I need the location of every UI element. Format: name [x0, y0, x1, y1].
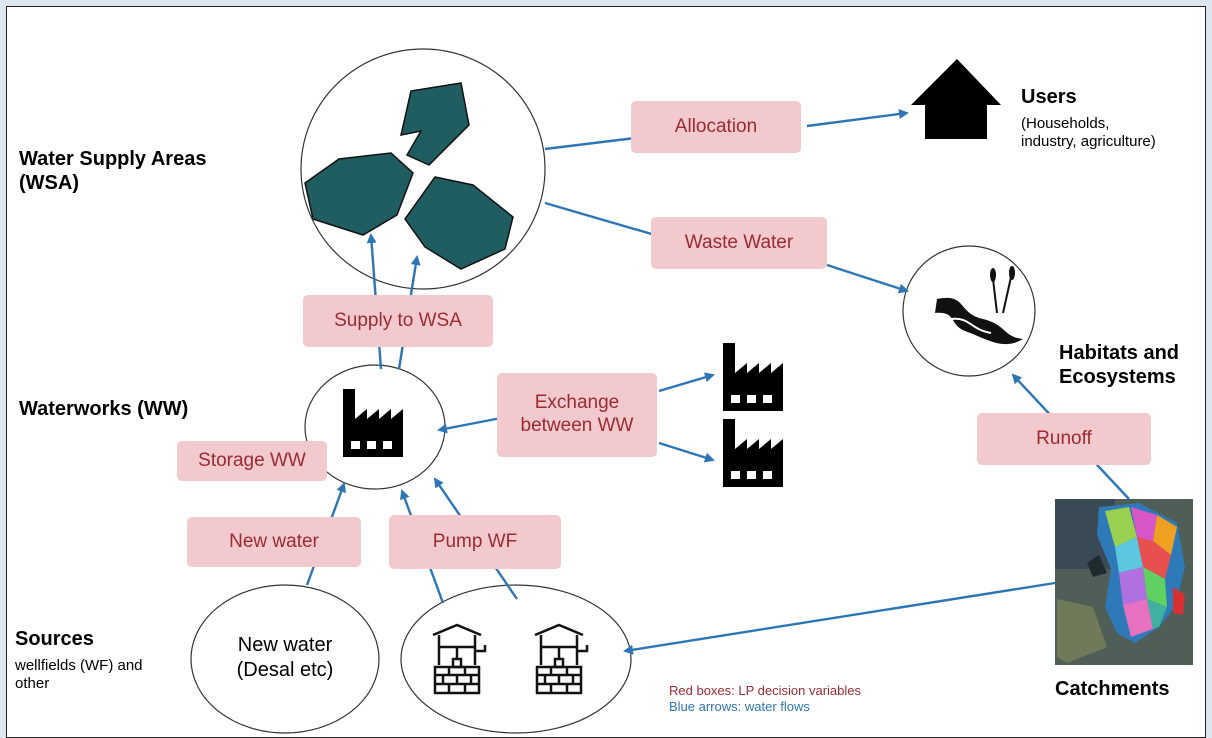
well-icon-right: [534, 623, 589, 695]
arrow-exchange-to-factory-top: [658, 372, 715, 393]
waterworks-label: Waterworks (WW): [19, 398, 189, 420]
new-water-source-node: [190, 584, 380, 734]
users-subtitle: (Households, industry, agriculture): [1021, 115, 1156, 150]
legend-red: Red boxes: LP decision variables: [669, 683, 861, 698]
habitats-label: Habitats and Ecosystems: [1059, 342, 1180, 388]
arrow-exchange-to-factory-bottom: [658, 441, 715, 463]
users-house-icon: [911, 59, 1001, 139]
allocation-box: Allocation: [631, 101, 801, 153]
catchments-label: Catchments: [1055, 678, 1170, 700]
wsa-polygon-3: [404, 176, 514, 270]
waterworks-factory-icon: [343, 389, 403, 457]
diagram-frame: Allocation Waste Water Supply to WSA Exc…: [6, 6, 1206, 738]
wsa-label: Water Supply Areas (WSA): [19, 148, 207, 194]
arrow-wsa-to-wastewater: [544, 201, 656, 237]
supply-to-wsa-box: Supply to WSA: [303, 295, 493, 347]
catchments-map-image: [1055, 499, 1193, 665]
legend-blue: Blue arrows: water flows: [669, 699, 810, 715]
wellfields-node: [400, 584, 632, 734]
runoff-box: Runoff: [977, 413, 1151, 465]
sources-title: Sources: [15, 628, 94, 650]
arrow-catchments-to-wells: [623, 581, 1056, 655]
arrow-exchange-to-ww: [437, 416, 502, 434]
pump-wf-box: Pump WF: [389, 515, 561, 569]
exchange-between-ww-box: Exchange between WW: [497, 373, 657, 457]
arrow-wastewater-to-habitats: [826, 263, 909, 294]
well-icon-left: [432, 623, 487, 695]
new-water-source-label: New water (Desal etc): [236, 634, 334, 681]
wsa-polygon-1: [400, 82, 470, 166]
new-water-box: New water: [187, 517, 361, 567]
wsa-polygon-2: [304, 152, 414, 236]
waste-water-box: Waste Water: [651, 217, 827, 269]
storage-ww-box: Storage WW: [177, 441, 327, 481]
diagram-canvas: [190, 48, 1193, 734]
river-icon: [935, 266, 1023, 345]
legend: Red boxes: LP decision variables Blue ar…: [669, 683, 861, 716]
wsa-polygons: [304, 82, 514, 270]
factory-icon-bottom: [723, 419, 783, 487]
arrow-wsa-to-allocation: [544, 136, 636, 151]
users-title: Users: [1021, 86, 1077, 108]
factory-icon-top: [723, 343, 783, 411]
sources-subtitle: wellfields (WF) and other: [15, 657, 143, 692]
arrow-allocation-to-users: [806, 109, 909, 128]
habitats-node: [902, 245, 1036, 377]
